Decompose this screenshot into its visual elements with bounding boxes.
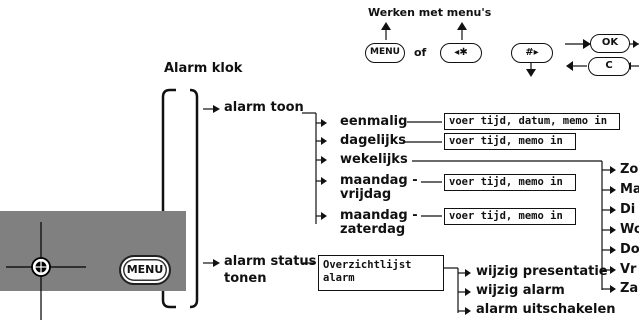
- freq-maandag-zaterdag: maandag -: [340, 208, 418, 223]
- phone-menu-button: MENU: [119, 255, 171, 285]
- weekday-zo: Zo: [620, 162, 639, 177]
- ok-key: OK: [590, 34, 630, 53]
- freq-wekelijks: wekelijks: [340, 152, 408, 167]
- freq-maandag-vrijdag: maandag -: [340, 173, 418, 188]
- freq-eenmalig: eenmalig: [340, 114, 408, 129]
- weekday-ma: Ma: [620, 182, 639, 197]
- display-overzichtlijst: Overzichtlijst alarm: [318, 255, 444, 291]
- option-wijzig-alarm: wijzig alarm: [476, 283, 565, 298]
- weekday-vr: Vr: [620, 262, 637, 277]
- menu-alarm-status: alarm status: [224, 254, 317, 269]
- option-alarm-uitschakelen: alarm uitschakelen: [476, 302, 616, 317]
- star-key: ◂✱: [440, 43, 482, 63]
- display-ma-vr: voer tijd, memo in: [444, 174, 576, 191]
- weekday-di: Di: [620, 202, 636, 217]
- display-dagelijks: voer tijd, memo in: [444, 133, 576, 150]
- freq-maandag-vrijdag-line2: vrijdag: [340, 187, 392, 202]
- option-wijzig-presentatie: wijzig presentatie: [476, 264, 608, 279]
- hash-key: #▸: [511, 43, 553, 63]
- weekday-za: Za: [620, 281, 639, 296]
- menu-alarm-toon: alarm toon: [224, 100, 304, 115]
- display-overzicht-line1: Overzichtlijst: [323, 259, 412, 271]
- display-ma-za: voer tijd, memo in: [444, 208, 576, 225]
- menu-key: MENU: [365, 43, 405, 63]
- freq-dagelijks: dagelijks: [340, 133, 406, 148]
- section-title: Alarm klok: [164, 61, 243, 76]
- weekday-do: Do: [620, 242, 639, 257]
- of-label: of: [414, 46, 427, 59]
- menu-alarm-status-line2: tonen: [224, 271, 267, 286]
- header-title: Werken met menu's: [368, 6, 492, 19]
- display-overzicht-line2: alarm: [323, 272, 355, 284]
- weekday-wo: Wo: [620, 222, 639, 237]
- c-key: C: [588, 57, 630, 76]
- phone-illustration: [0, 211, 86, 291]
- display-eenmalig: voer tijd, datum, memo in: [444, 113, 620, 130]
- freq-maandag-zaterdag-line2: zaterdag: [340, 222, 406, 237]
